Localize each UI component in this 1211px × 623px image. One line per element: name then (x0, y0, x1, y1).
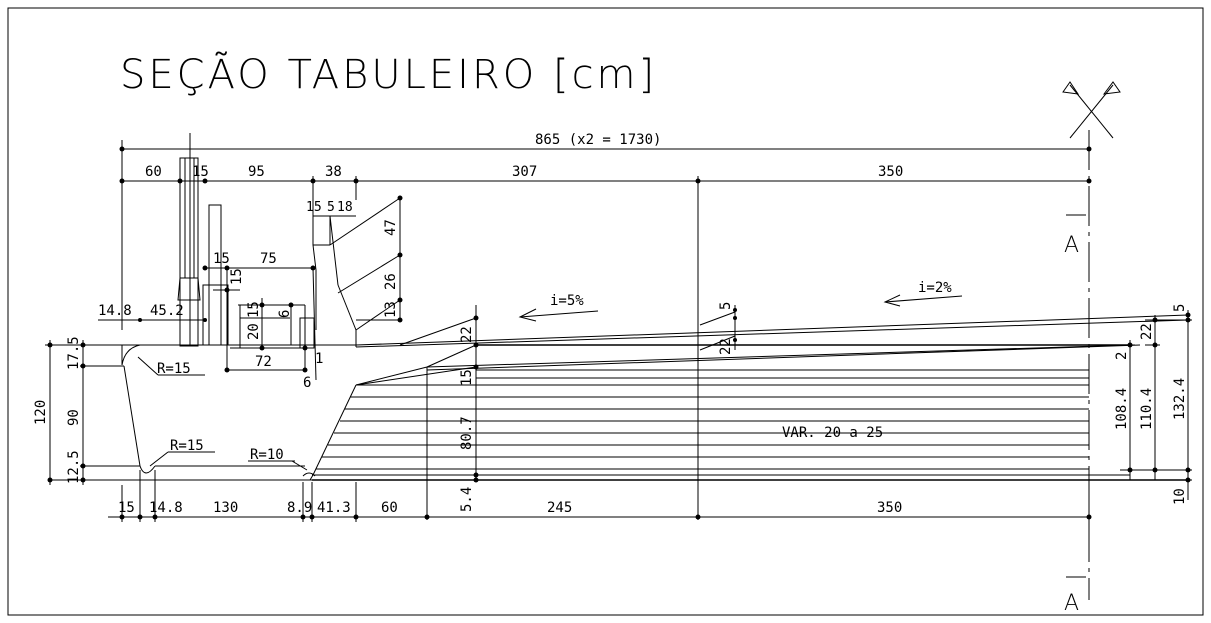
dim-right-108-4: 108.4 (1114, 388, 1130, 430)
dim-bottom-14-8: 14.8 (149, 500, 183, 516)
top-dimensions (119, 140, 1092, 520)
dim-barrier-18: 18 (337, 200, 353, 215)
dim-curb-72: 72 (255, 354, 272, 370)
dim-right-5: 5 (1172, 304, 1188, 312)
guardrail-post (177, 133, 229, 347)
dim-slab-5-4: 5.4 (459, 487, 475, 512)
dim-left-12-5: 12.5 (66, 450, 82, 484)
dim-bottom-245: 245 (547, 500, 572, 516)
section-mark-bottom: A (1064, 591, 1082, 616)
section-mark-top: A (1064, 233, 1082, 258)
dim-right-2: 2 (1114, 352, 1130, 360)
dim-left-90: 90 (66, 409, 82, 426)
dim-top-307: 307 (512, 164, 537, 180)
dim-right-10: 10 (1172, 488, 1188, 505)
dim-curb-20: 20 (246, 323, 262, 340)
radius-label-bottom: R=15 (170, 438, 204, 454)
bottom-dimensions (108, 470, 1092, 522)
dim-bottom-8-9: 8.9 (287, 500, 312, 516)
dim-top-60: 60 (145, 164, 162, 180)
dim-top-95: 95 (248, 164, 265, 180)
dim-barrier-47: 47 (383, 219, 399, 236)
dim-top-15: 15 (192, 164, 209, 180)
dim-curb-6a: 6 (277, 310, 293, 318)
dim-right-110-4: 110.4 (1139, 388, 1155, 430)
curb-detail (202, 265, 317, 381)
drawing-border (7, 7, 1204, 616)
slope-label-5pct: i=5% (550, 293, 584, 309)
right-dimensions (1120, 310, 1192, 500)
slope-arrows (518, 294, 963, 322)
dim-total-width: 865 (x2 = 1730) (535, 132, 661, 148)
dim-curb-15c: 15 (246, 301, 262, 318)
dim-bottom-15: 15 (118, 500, 135, 516)
slope-label-2pct: i=2% (918, 280, 952, 296)
dim-curb-15a: 15 (213, 251, 230, 267)
dim-slab-5: 5 (718, 302, 734, 310)
dim-barrier-15: 15 (306, 200, 322, 215)
dim-curb-6b: 6 (303, 375, 311, 391)
dim-right-22: 22 (1139, 323, 1155, 340)
dim-barrier-26: 26 (383, 273, 399, 290)
dim-curb-75: 75 (260, 251, 277, 267)
section-cut-arrows (1062, 81, 1121, 139)
left-dimensions (45, 340, 140, 485)
dim-left-17-5: 17.5 (66, 336, 82, 370)
dim-slab-22b: 22 (718, 338, 734, 355)
radius-label-10: R=10 (250, 447, 284, 463)
dim-parapet-14-8: 14.8 (98, 303, 132, 319)
dim-bottom-130: 130 (213, 500, 238, 516)
dim-top-350: 350 (878, 164, 903, 180)
dim-parapet-45-2: 45.2 (150, 303, 184, 319)
dim-curb-1: 1 (315, 351, 323, 367)
dim-bottom-41-3: 41.3 (317, 500, 351, 516)
dim-top-38: 38 (325, 164, 342, 180)
var-thickness-label: VAR. 20 a 25 (782, 425, 883, 441)
dim-slab-15: 15 (459, 369, 475, 386)
dim-curb-15b: 15 (229, 268, 245, 285)
dim-bottom-350: 350 (877, 500, 902, 516)
dim-barrier-13: 13 (383, 301, 399, 318)
radius-label-top: R=15 (157, 361, 191, 377)
drawing-title: SEÇÃO TABULEIRO [cm] (120, 50, 657, 98)
dim-right-132-4: 132.4 (1172, 378, 1188, 420)
barrier-profile (312, 181, 403, 345)
dim-left-120: 120 (33, 400, 49, 425)
deck-slab (309, 305, 1189, 520)
dim-barrier-5: 5 (327, 200, 335, 215)
dim-bottom-60: 60 (381, 500, 398, 516)
dim-slab-80-7: 80.7 (459, 416, 475, 450)
dim-slab-22a: 22 (459, 326, 475, 343)
left-fascia (50, 344, 356, 481)
